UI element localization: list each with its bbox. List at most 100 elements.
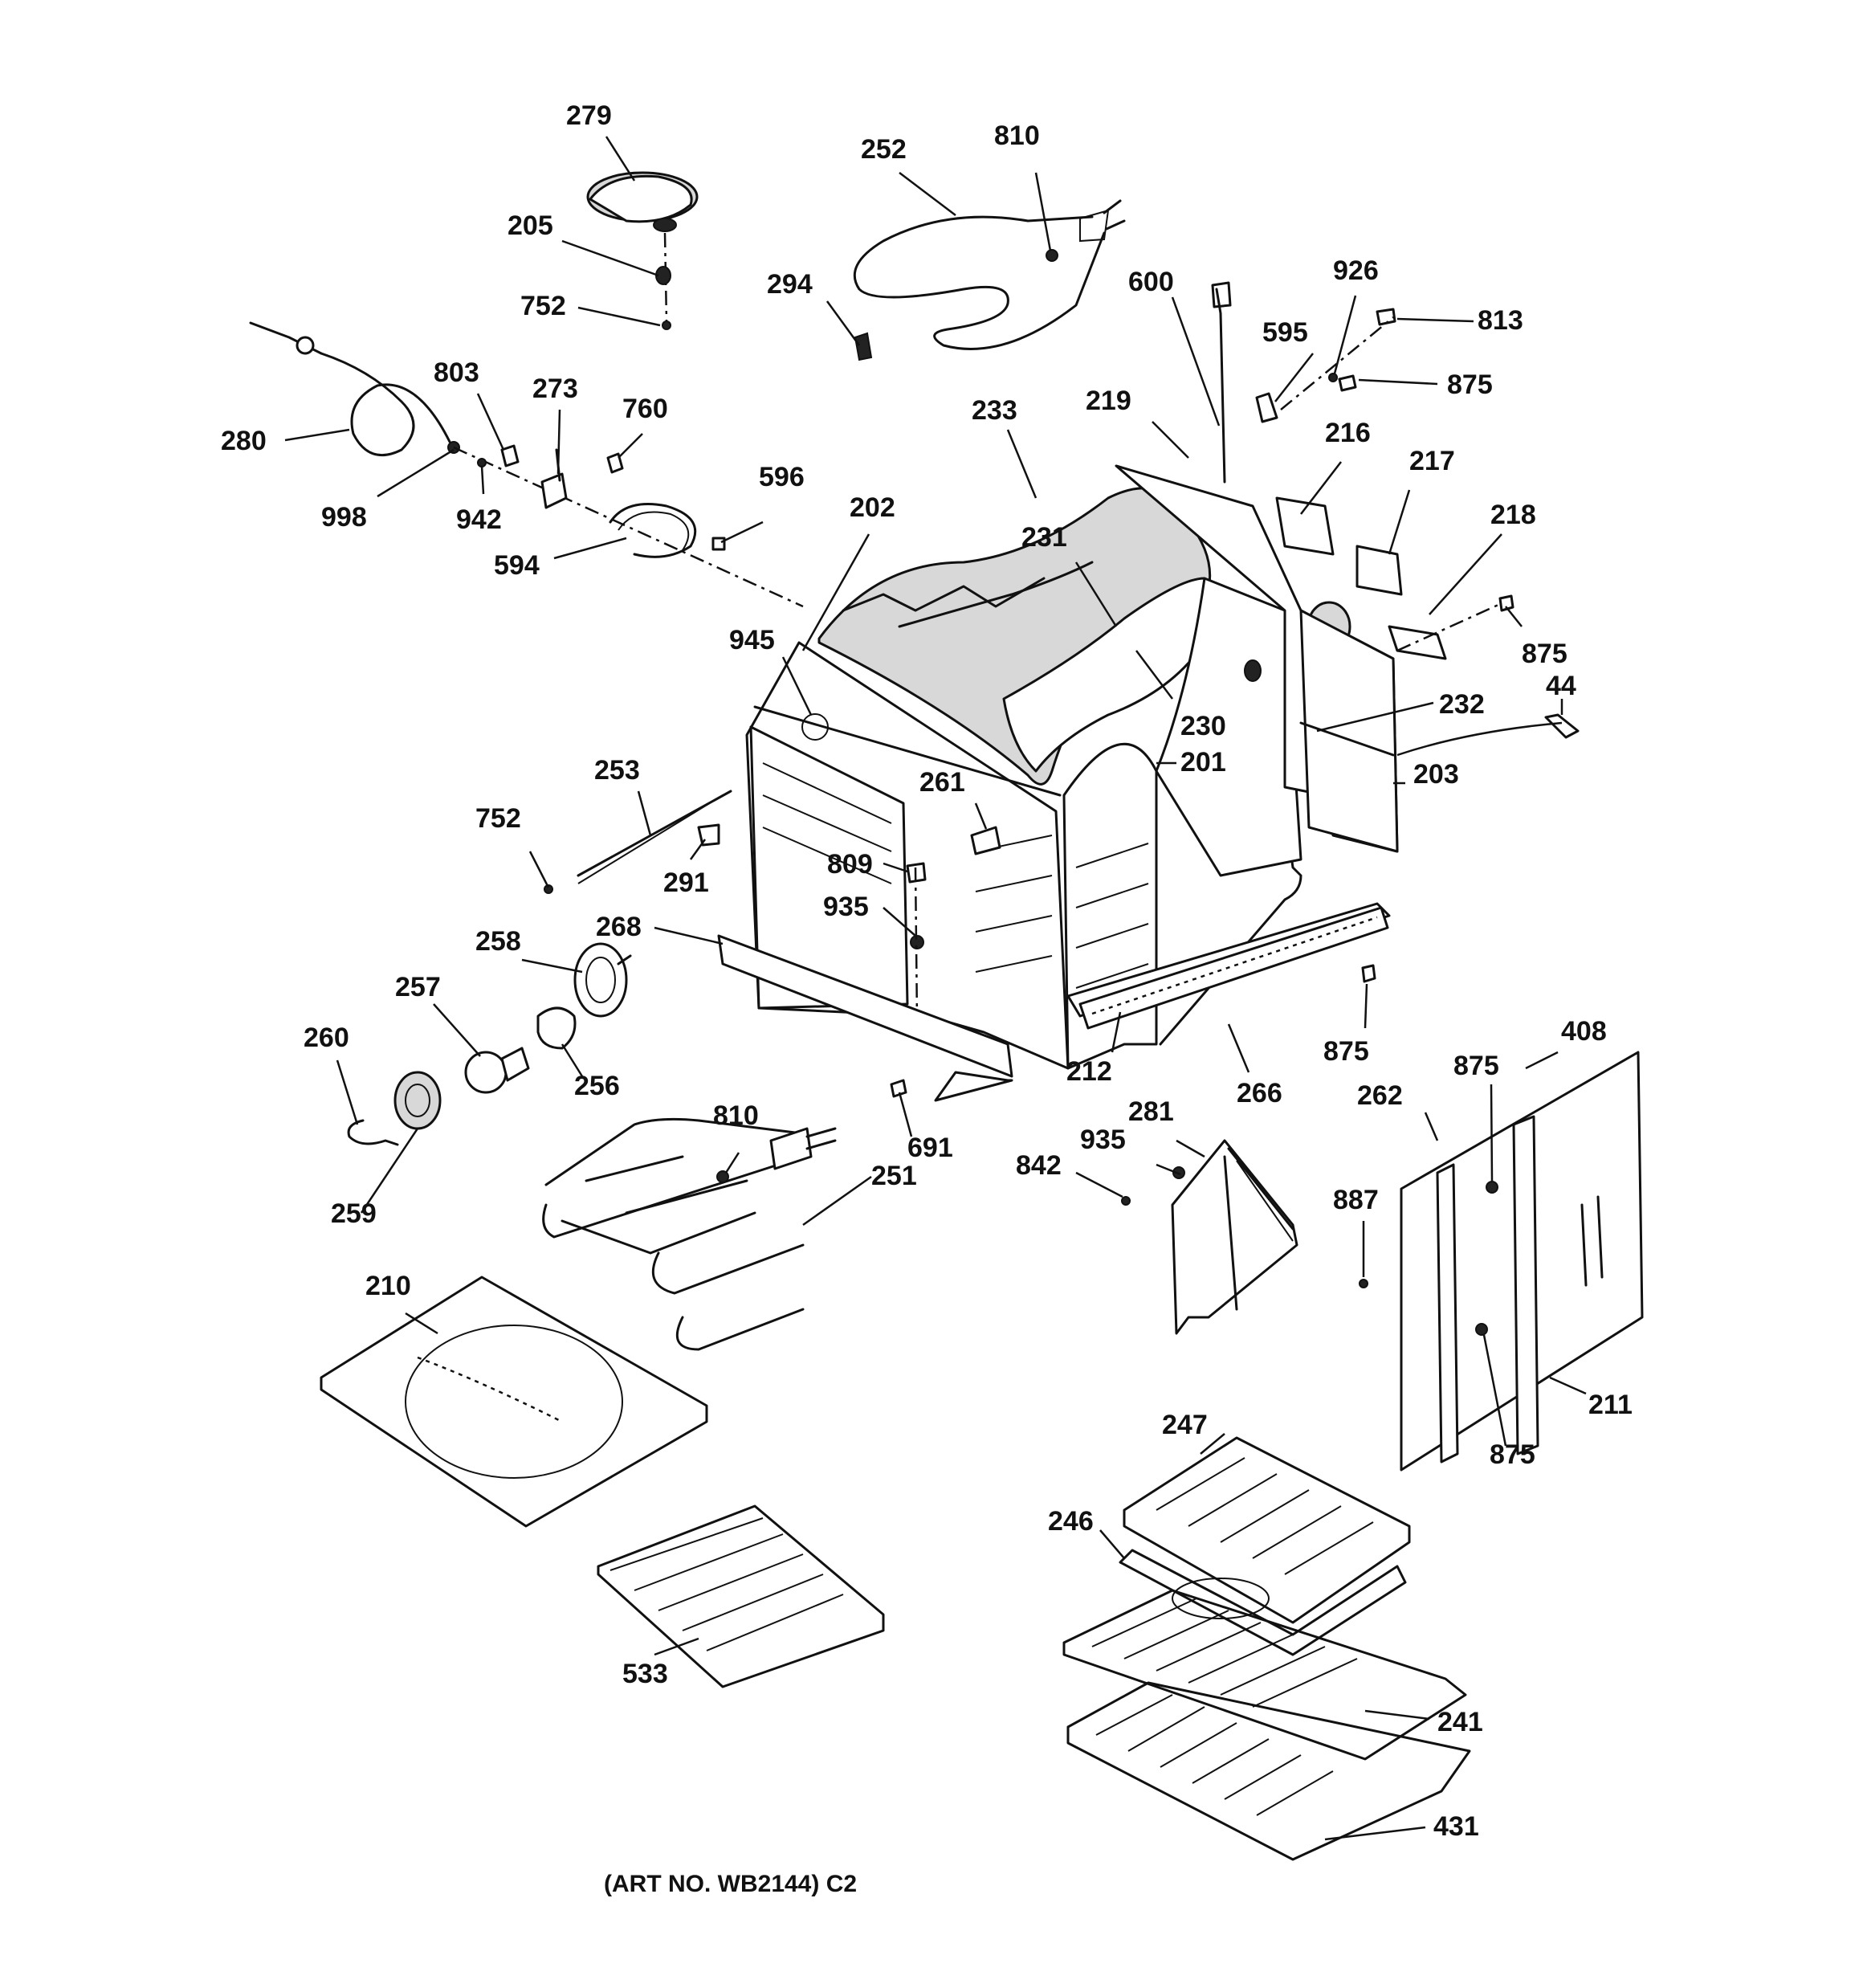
callout-594: 594 [494, 550, 540, 581]
part-258-light-housing [573, 942, 632, 1018]
callout-875: 875 [1522, 639, 1567, 669]
callout-232: 232 [1439, 689, 1485, 720]
part-875-right [1498, 594, 1514, 612]
callout-210: 210 [365, 1271, 411, 1301]
callout-212: 212 [1066, 1056, 1112, 1087]
callout-257: 257 [395, 972, 441, 1002]
callout-247: 247 [1162, 1410, 1208, 1440]
callout-945: 945 [729, 625, 775, 655]
callout-205: 205 [508, 210, 553, 241]
callout-218: 218 [1490, 500, 1536, 530]
part-260-clip [347, 1119, 399, 1146]
callout-280: 280 [221, 426, 267, 456]
callout-219: 219 [1086, 386, 1131, 416]
callout-431: 431 [1433, 1811, 1479, 1842]
part-216-217-brackets [1275, 496, 1447, 660]
callout-691: 691 [907, 1133, 953, 1163]
part-810-screw [716, 1170, 729, 1183]
part-291 [697, 823, 720, 847]
part-594-wire [609, 503, 697, 558]
callout-810: 810 [713, 1100, 759, 1131]
part-211-side-panel [1400, 1051, 1644, 1472]
part-257-bulb [464, 1047, 530, 1094]
callout-887: 887 [1333, 1185, 1379, 1215]
callout-262: 262 [1357, 1080, 1403, 1111]
part-942 [477, 458, 487, 467]
leader-lines [284, 136, 1587, 1841]
part-281-door-hinge [1171, 1139, 1298, 1335]
callout-408: 408 [1561, 1016, 1607, 1047]
callout-279: 279 [566, 100, 612, 131]
callout-809: 809 [827, 849, 873, 880]
part-266-vent [1078, 906, 1389, 1030]
callout-600: 600 [1128, 267, 1174, 297]
callout-875: 875 [1453, 1051, 1499, 1081]
part-252-bake-element [853, 199, 1126, 350]
part-261 [970, 826, 1001, 855]
callout-258: 258 [475, 926, 521, 957]
callout-998: 998 [321, 502, 367, 533]
part-280-oven-sensor [249, 321, 451, 457]
callout-752: 752 [475, 803, 521, 834]
part-533-oven-rack [597, 1504, 885, 1688]
callout-211: 211 [1588, 1390, 1633, 1420]
callout-259: 259 [331, 1198, 377, 1229]
callout-875: 875 [1323, 1036, 1369, 1067]
callout-230: 230 [1180, 711, 1226, 741]
part-875-panel-bottom [1475, 1323, 1488, 1336]
part-210-bottom-cover [320, 1276, 708, 1528]
callout-596: 596 [759, 462, 805, 492]
callout-273: 273 [532, 374, 578, 404]
callout-760: 760 [622, 394, 668, 424]
callout-216: 216 [1325, 418, 1371, 448]
callout-233: 233 [972, 395, 1017, 426]
callout-44: 44 [1546, 671, 1576, 701]
callout-266: 266 [1237, 1078, 1282, 1108]
callout-260: 260 [304, 1023, 349, 1053]
part-247-broiler-grid [1123, 1436, 1411, 1624]
part-752-screw-top [662, 320, 671, 330]
part-752-screw [544, 884, 553, 894]
part-273-bracket [540, 448, 568, 509]
callout-935: 935 [1080, 1125, 1126, 1155]
part-887 [1359, 1279, 1368, 1288]
callout-813: 813 [1478, 305, 1523, 336]
part-203-side-panel [1299, 609, 1399, 853]
part-760-screw [606, 452, 624, 474]
part-600-harness [1211, 281, 1232, 484]
part-253-rod [577, 790, 732, 884]
callout-246: 246 [1048, 1506, 1094, 1537]
callout-875: 875 [1447, 369, 1493, 400]
part-875-top [1338, 374, 1357, 392]
part-294-clip [854, 332, 873, 361]
callout-533: 533 [622, 1659, 668, 1689]
part-44-rod [1544, 713, 1580, 739]
callout-268: 268 [596, 912, 642, 942]
callout-252: 252 [861, 134, 907, 165]
callout-281: 281 [1128, 1096, 1174, 1127]
callout-241: 241 [1437, 1707, 1483, 1737]
part-256-socket [536, 1006, 577, 1050]
callout-842: 842 [1016, 1150, 1062, 1181]
part-431-oven-rack [1066, 1681, 1471, 1861]
part-251-broil-element [542, 1117, 837, 1351]
part-803 [500, 444, 520, 467]
callout-231: 231 [1021, 522, 1067, 553]
callout-294: 294 [767, 269, 813, 300]
part-813 [1376, 308, 1396, 326]
part-279-cap [586, 171, 699, 232]
callout-803: 803 [434, 357, 479, 388]
callout-217: 217 [1409, 446, 1455, 476]
part-241-oven-rack [1062, 1589, 1467, 1761]
callout-202: 202 [850, 492, 895, 523]
part-842 [1121, 1196, 1131, 1206]
part-691 [890, 1079, 907, 1098]
callout-810: 810 [994, 120, 1040, 151]
callout-256: 256 [574, 1071, 620, 1101]
part-268-front-trim [717, 934, 1013, 1102]
part-595 [1255, 392, 1278, 423]
part-875-bottom [1361, 964, 1376, 983]
callout-942: 942 [456, 504, 502, 535]
part-875-panel-top [1486, 1181, 1498, 1194]
